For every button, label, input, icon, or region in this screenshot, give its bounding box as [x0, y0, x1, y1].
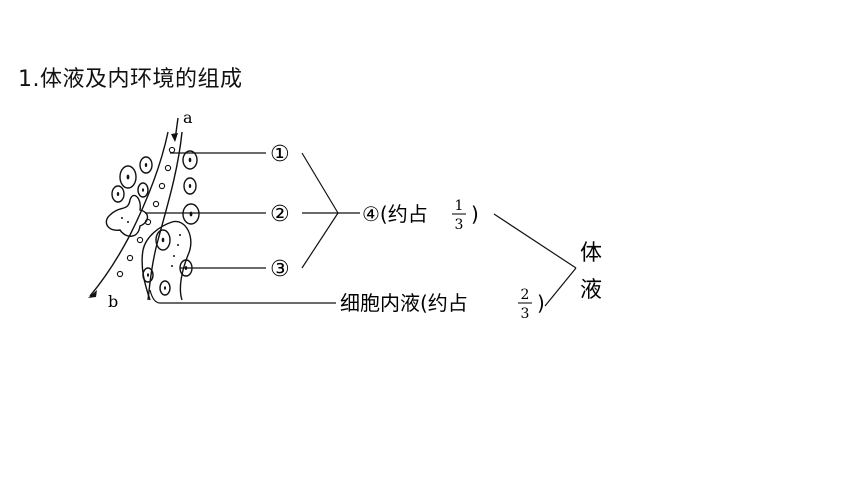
label-b: b: [108, 292, 118, 311]
tissue-cells: [111, 150, 200, 296]
cell-nuclei: [116, 157, 193, 290]
bracket-to-body-fluid-top: [493, 213, 577, 269]
body-fluid-label-top: 体: [580, 241, 602, 266]
fraction-denominator-2: 3: [521, 306, 530, 322]
circle-label-3: ③: [270, 257, 290, 282]
extracellular-fluid-label: ④(约占: [362, 202, 428, 226]
fraction-numerator-2: 2: [521, 287, 530, 303]
section-heading: 1.体液及内环境的组成: [18, 67, 243, 92]
fraction-denominator-1: 3: [455, 217, 464, 233]
body-fluid-label-bottom: 液: [580, 278, 602, 303]
fluid-dots: [121, 217, 181, 267]
circle-label-1: ①: [270, 142, 290, 167]
tissue-illustration: [88, 117, 200, 301]
intracellular-fluid-close: ): [537, 291, 545, 315]
cell-fluid-line: [149, 289, 336, 304]
leader-lines: [145, 152, 577, 307]
lymph-capillary: [141, 220, 192, 301]
circle-label-2: ②: [270, 202, 290, 227]
bracket-to-body-fluid-bottom: [544, 267, 577, 307]
fraction-numerator-1: 1: [455, 198, 464, 214]
label-a: a: [183, 108, 193, 127]
tissue-cell-irregular: [105, 194, 149, 237]
capillary-wall-right: [147, 131, 183, 301]
extracellular-fluid-close: ): [471, 202, 479, 226]
capillary-wall-left: [89, 131, 169, 297]
intracellular-fluid-label: 细胞内液(约占: [340, 291, 468, 315]
blood-cells: [116, 146, 176, 278]
